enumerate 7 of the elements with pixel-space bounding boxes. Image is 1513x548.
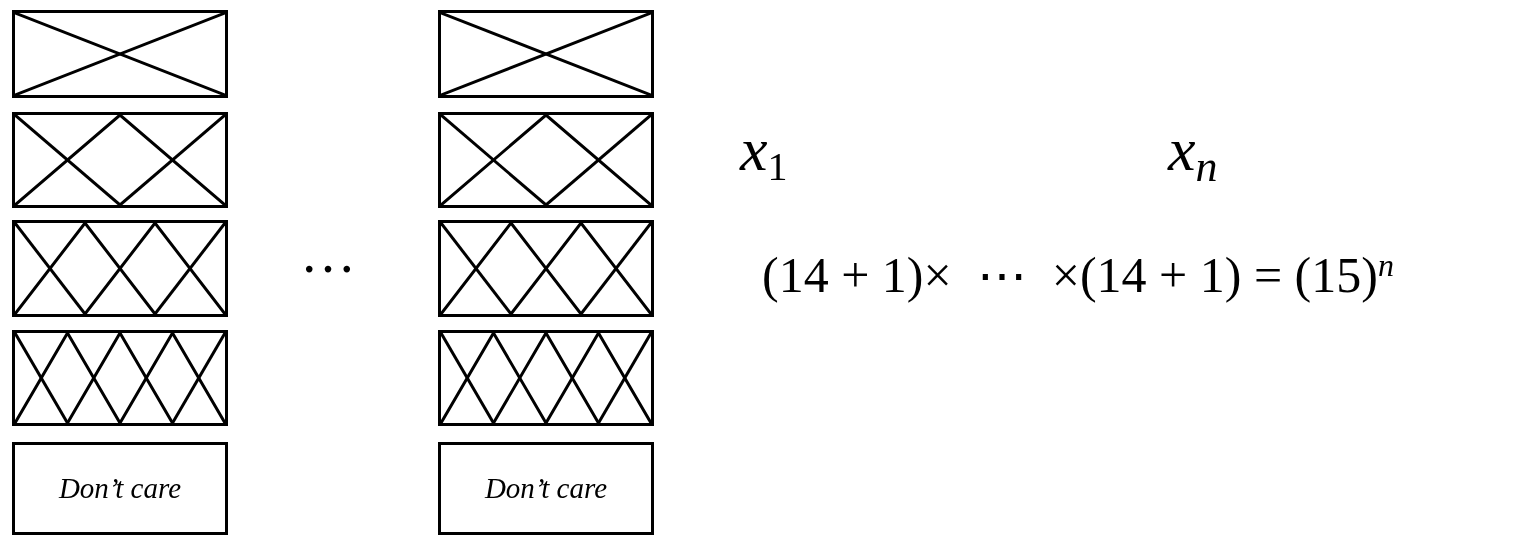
option-box [12,442,228,535]
variable-label: x$_{1}$ [740,118,788,180]
option-box [438,442,654,535]
ellipsis: … [300,225,356,281]
option-label: Don’t care [58,470,182,506]
variable-label: x$_{n}$ [1168,118,1218,180]
option-label: Don’t care [484,470,608,506]
